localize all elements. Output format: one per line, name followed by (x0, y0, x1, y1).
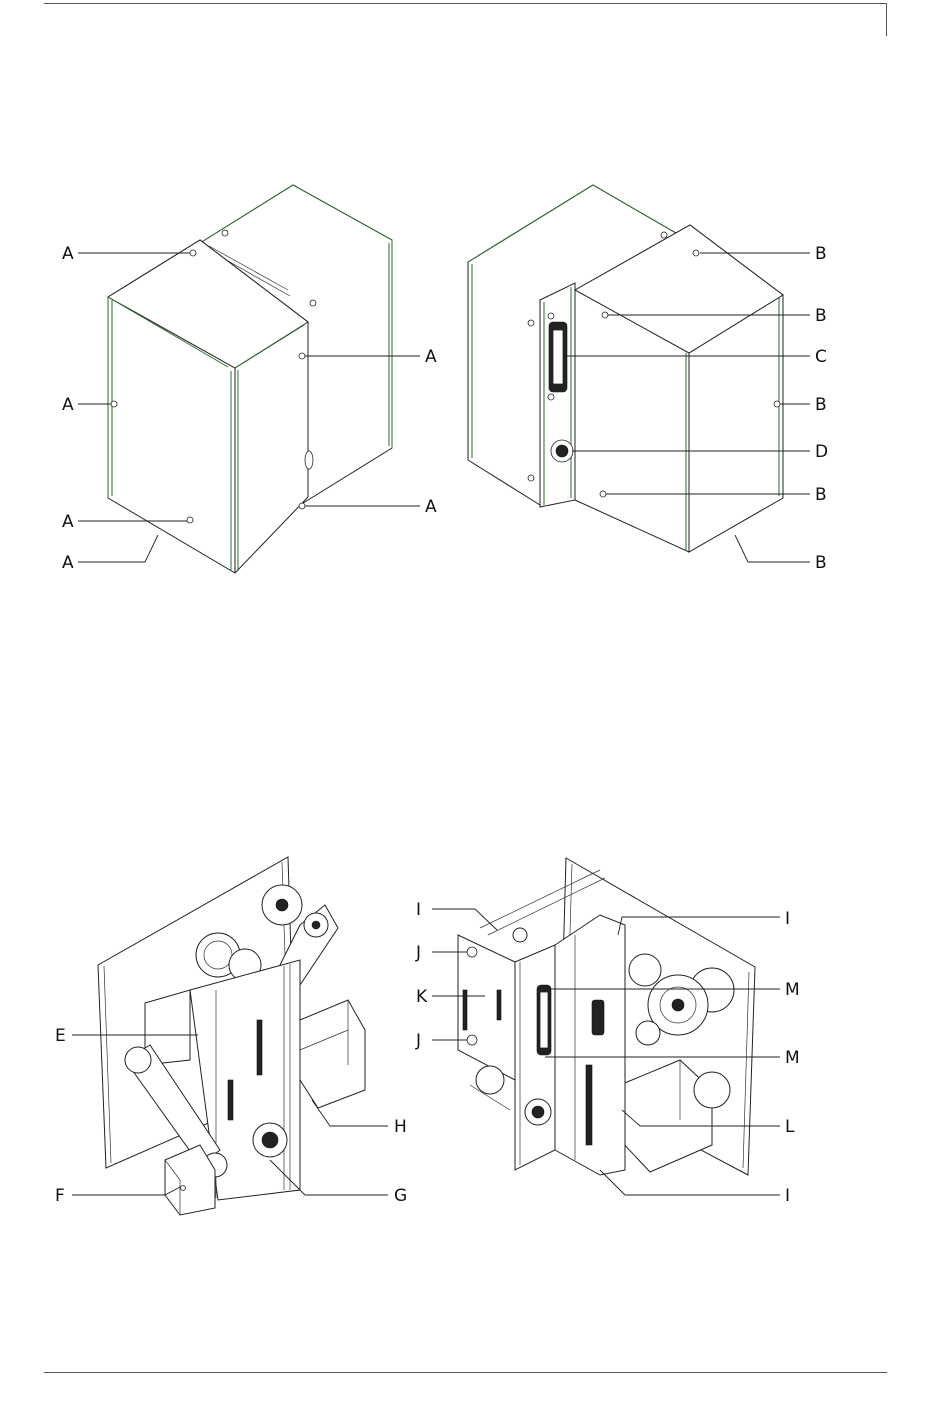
mechanism-rear-drawing (458, 858, 755, 1175)
callout-label: J (415, 943, 421, 963)
callout-label: B (815, 244, 827, 264)
callout-label: M (785, 1048, 800, 1068)
housing-front-drawing (108, 185, 392, 573)
callout-label: B (815, 553, 827, 573)
callout-label: J (415, 1031, 421, 1051)
callout-label: F (55, 1186, 65, 1206)
callout-label: A (62, 395, 74, 415)
callout-label: A (62, 244, 74, 264)
callout-label: H (394, 1117, 407, 1137)
callout-label: B (815, 395, 827, 415)
callout-label: L (785, 1117, 795, 1137)
callout-label: A (425, 347, 437, 367)
callout-label: G (394, 1186, 407, 1206)
callout-label: I (785, 1186, 790, 1206)
callout-label: B (815, 306, 827, 326)
callout-label: I (416, 900, 421, 920)
callout-label: A (62, 553, 74, 573)
callout-label: C (815, 347, 827, 367)
housing-rear-drawing (468, 185, 783, 552)
callout-label: M (785, 980, 800, 1000)
callout-label: D (815, 442, 828, 462)
callout-label: E (55, 1026, 66, 1046)
callout-label: K (416, 987, 428, 1007)
callout-label: I (785, 909, 790, 929)
mechanism-front-drawing (98, 857, 365, 1215)
callout-label: A (425, 497, 437, 517)
callout-label: B (815, 485, 827, 505)
callout-label: A (62, 512, 74, 532)
